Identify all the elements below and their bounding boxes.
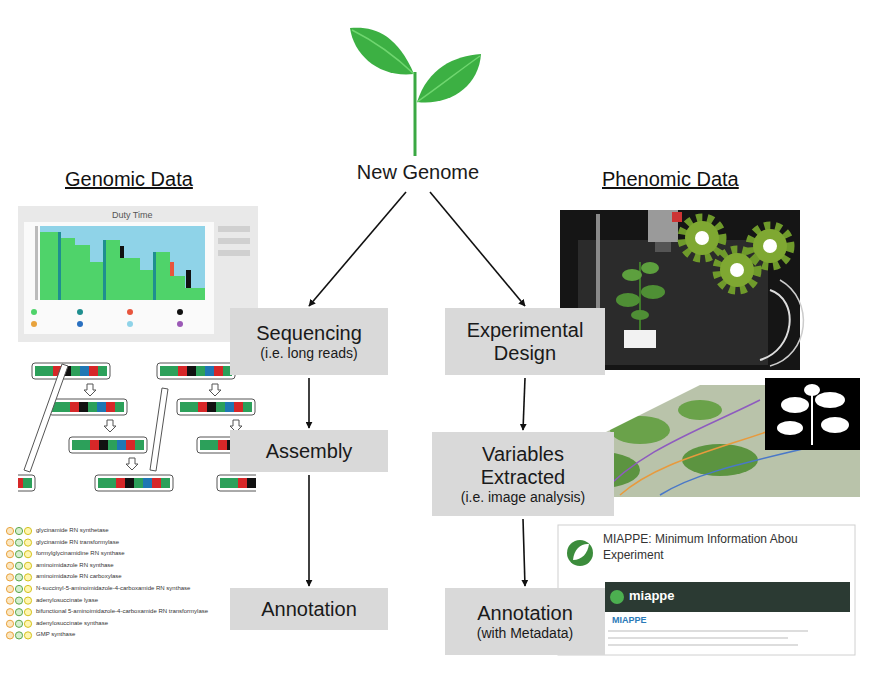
gene-name: formylglycinamidine RN synthase bbox=[36, 550, 125, 557]
root-node: New Genome bbox=[343, 156, 493, 189]
flow-arrow bbox=[430, 192, 525, 306]
section-heading: Genomic Data bbox=[65, 168, 193, 191]
gene-name: GMP synthase bbox=[36, 631, 75, 638]
node-title: Annotation bbox=[477, 602, 573, 625]
node-subtitle: (i.e. long reads) bbox=[260, 345, 357, 361]
node-title: New Genome bbox=[357, 161, 479, 184]
gene-name: glycinamide RN synthetase bbox=[36, 527, 109, 534]
node-title: Sequencing bbox=[256, 322, 362, 345]
gene-name: glycinamide RN transformylase bbox=[36, 539, 119, 546]
flow-arrow bbox=[523, 519, 525, 586]
gene-name: adenylosuccinate synthase bbox=[36, 620, 108, 627]
flow-arrow bbox=[308, 475, 310, 586]
process-box: Experimental Design bbox=[445, 308, 605, 375]
node-subtitle: (with Metadata) bbox=[477, 625, 573, 641]
flow-arrow bbox=[309, 192, 406, 306]
node-title: Assembly bbox=[266, 440, 353, 463]
logo-text: miappe bbox=[629, 589, 675, 604]
process-box: Annotation bbox=[230, 588, 388, 630]
gene-name: adenylosuccinate lyase bbox=[36, 597, 98, 604]
gene-name: N-succinyl-5-aminoimidazole-4-carboxamid… bbox=[36, 585, 190, 592]
process-box: Sequencing(i.e. long reads) bbox=[230, 308, 388, 375]
section-heading: Phenomic Data bbox=[602, 168, 739, 191]
node-title: Annotation bbox=[261, 598, 357, 621]
process-box: Variables Extracted(i.e. image analysis) bbox=[432, 432, 614, 516]
node-title: Experimental Design bbox=[451, 319, 599, 365]
flow-arrow bbox=[523, 378, 525, 430]
gene-name: aminoimidazole RN carboxylase bbox=[36, 573, 122, 580]
screenshot-title: MIAPPE: Minimum Information Abou bbox=[603, 533, 798, 547]
process-box: Annotation(with Metadata) bbox=[445, 588, 605, 655]
node-subtitle: (i.e. image analysis) bbox=[461, 489, 586, 505]
page-heading: MIAPPE bbox=[612, 615, 647, 625]
process-box: Assembly bbox=[230, 430, 388, 472]
node-title: Variables Extracted bbox=[438, 443, 608, 489]
gene-name: aminoimidazole RN synthase bbox=[36, 562, 114, 569]
flow-arrow bbox=[308, 378, 310, 428]
gene-name: bifunctional 5-aminoimidazole-4-carboxam… bbox=[36, 608, 208, 615]
screenshot-title: Experiment bbox=[603, 549, 664, 563]
chart-title: Duty Time bbox=[112, 210, 153, 220]
